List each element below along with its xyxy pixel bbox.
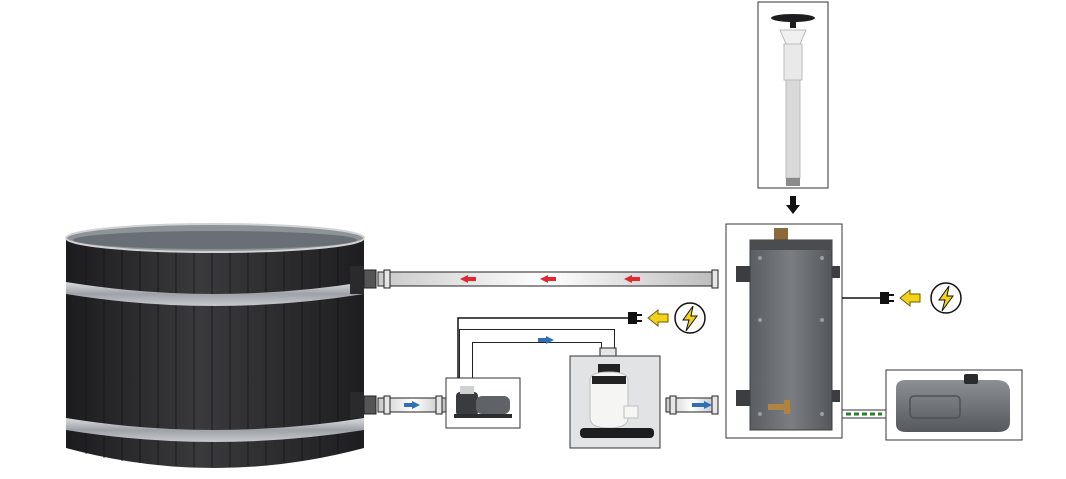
flue-down-arrow	[786, 196, 800, 214]
hot-water-return-pipe	[363, 269, 719, 289]
heater-lightning-bolt-icon	[930, 282, 962, 314]
cold-flow-arrow	[692, 401, 712, 409]
pump-lightning-bolt-icon	[674, 302, 706, 334]
fuel-tank	[885, 369, 1023, 441]
pump-to-filter-pipe	[459, 329, 617, 378]
cold-flow-arrow	[538, 336, 554, 344]
flue-chimney	[757, 1, 829, 189]
heater-power-arrow	[899, 288, 921, 308]
heater-unit	[725, 223, 843, 439]
cold-flow-arrow	[404, 401, 420, 409]
filter-to-heater-pipe	[665, 395, 719, 415]
fuel-line	[841, 409, 887, 419]
pump-power-arrow	[647, 308, 669, 328]
pump-power-line	[457, 317, 628, 378]
hot-flow-arrow	[624, 275, 640, 283]
pump-power-plug	[628, 312, 642, 324]
cold-water-out-pipe	[363, 395, 449, 415]
hot-flow-arrow	[460, 275, 476, 283]
heater-power-plug	[880, 292, 894, 304]
circulation-pump	[445, 377, 521, 429]
hot-tub	[65, 223, 365, 468]
sand-filter	[569, 355, 661, 449]
hot-flow-arrow	[540, 275, 556, 283]
